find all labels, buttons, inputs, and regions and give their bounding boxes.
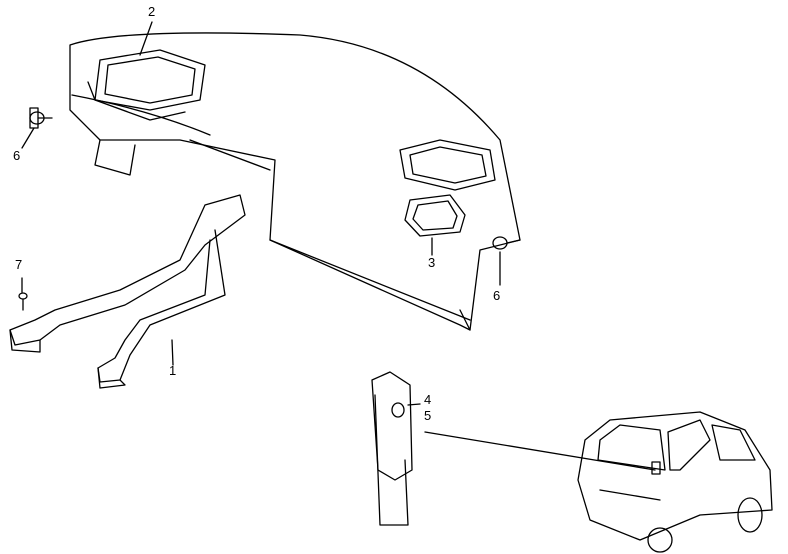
callout-3: 3: [428, 255, 436, 270]
callout-1: 1: [169, 363, 177, 378]
callout-5: 5: [424, 408, 432, 423]
left-vent-part-2: [87, 21, 206, 121]
callout-4: 4: [424, 392, 432, 407]
dashboard-panel: [69, 32, 521, 331]
callout-2: 2: [148, 4, 156, 19]
floor-duct-part-1: [9, 194, 246, 389]
screw-part-7: [18, 277, 28, 311]
right-vent-part-3: [399, 139, 496, 256]
callout-6-left: 6: [13, 148, 21, 163]
callout-6-right: 6: [493, 288, 501, 303]
clip-part-6-left: [21, 107, 53, 149]
callout-7: 7: [15, 257, 23, 272]
clip-part-6-right: [492, 236, 521, 286]
hatchback-car: [577, 411, 773, 553]
label-part-4-5: [371, 371, 656, 526]
